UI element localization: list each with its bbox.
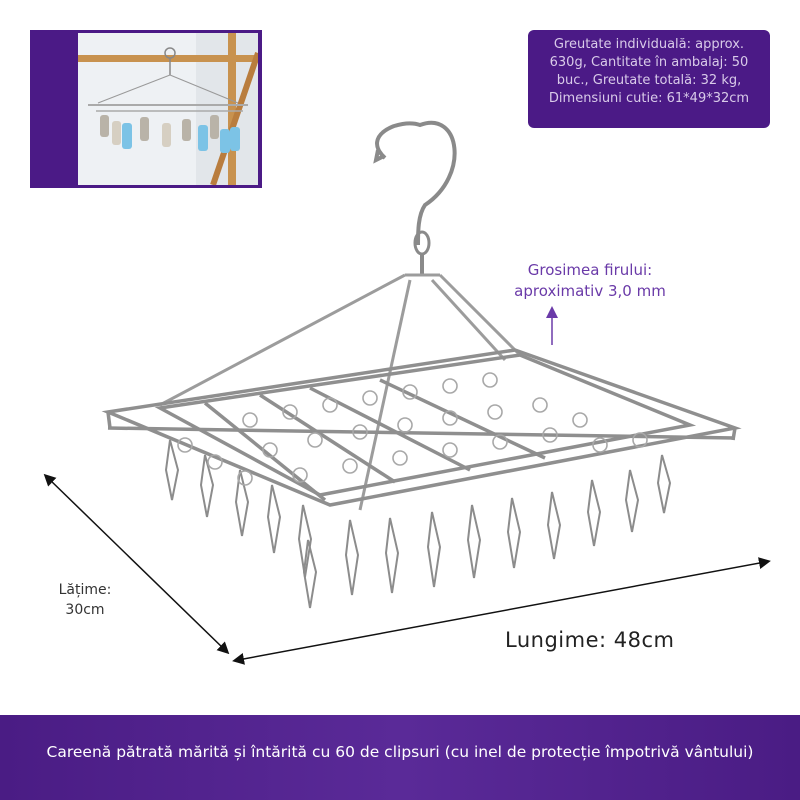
width-label: Lățime: 30cm xyxy=(30,580,140,620)
width-dimension-arrow xyxy=(43,473,230,655)
product-thumbnail xyxy=(30,30,262,188)
hanger-photo-illustration xyxy=(78,33,258,185)
frame-top xyxy=(159,273,522,511)
length-dimension-arrow xyxy=(232,557,771,665)
frame-base xyxy=(101,348,742,507)
footer-banner: Careenă pătrată mărită și întărită cu 60… xyxy=(0,715,800,800)
width-value: 30cm xyxy=(65,602,105,618)
wire-thickness-title: Grosimea firului: xyxy=(527,261,653,279)
specifications-text: Greutate individuală: approx. 630g, Cant… xyxy=(548,37,750,106)
specifications-box: Greutate individuală: approx. 630g, Cant… xyxy=(528,30,770,128)
footer-caption: Careenă pătrată mărită și întărită cu 60… xyxy=(46,743,754,761)
product-photo xyxy=(78,33,258,185)
product-illustration xyxy=(43,120,771,665)
clothespins xyxy=(164,372,672,609)
wire-thickness-value: aproximativ 3,0 mm xyxy=(514,282,666,300)
wire-thickness-label: Grosimea firului: aproximativ 3,0 mm xyxy=(490,260,690,302)
length-label: Lungime: 48cm xyxy=(505,628,675,652)
width-title: Lățime: xyxy=(58,582,112,598)
hook xyxy=(373,120,457,275)
